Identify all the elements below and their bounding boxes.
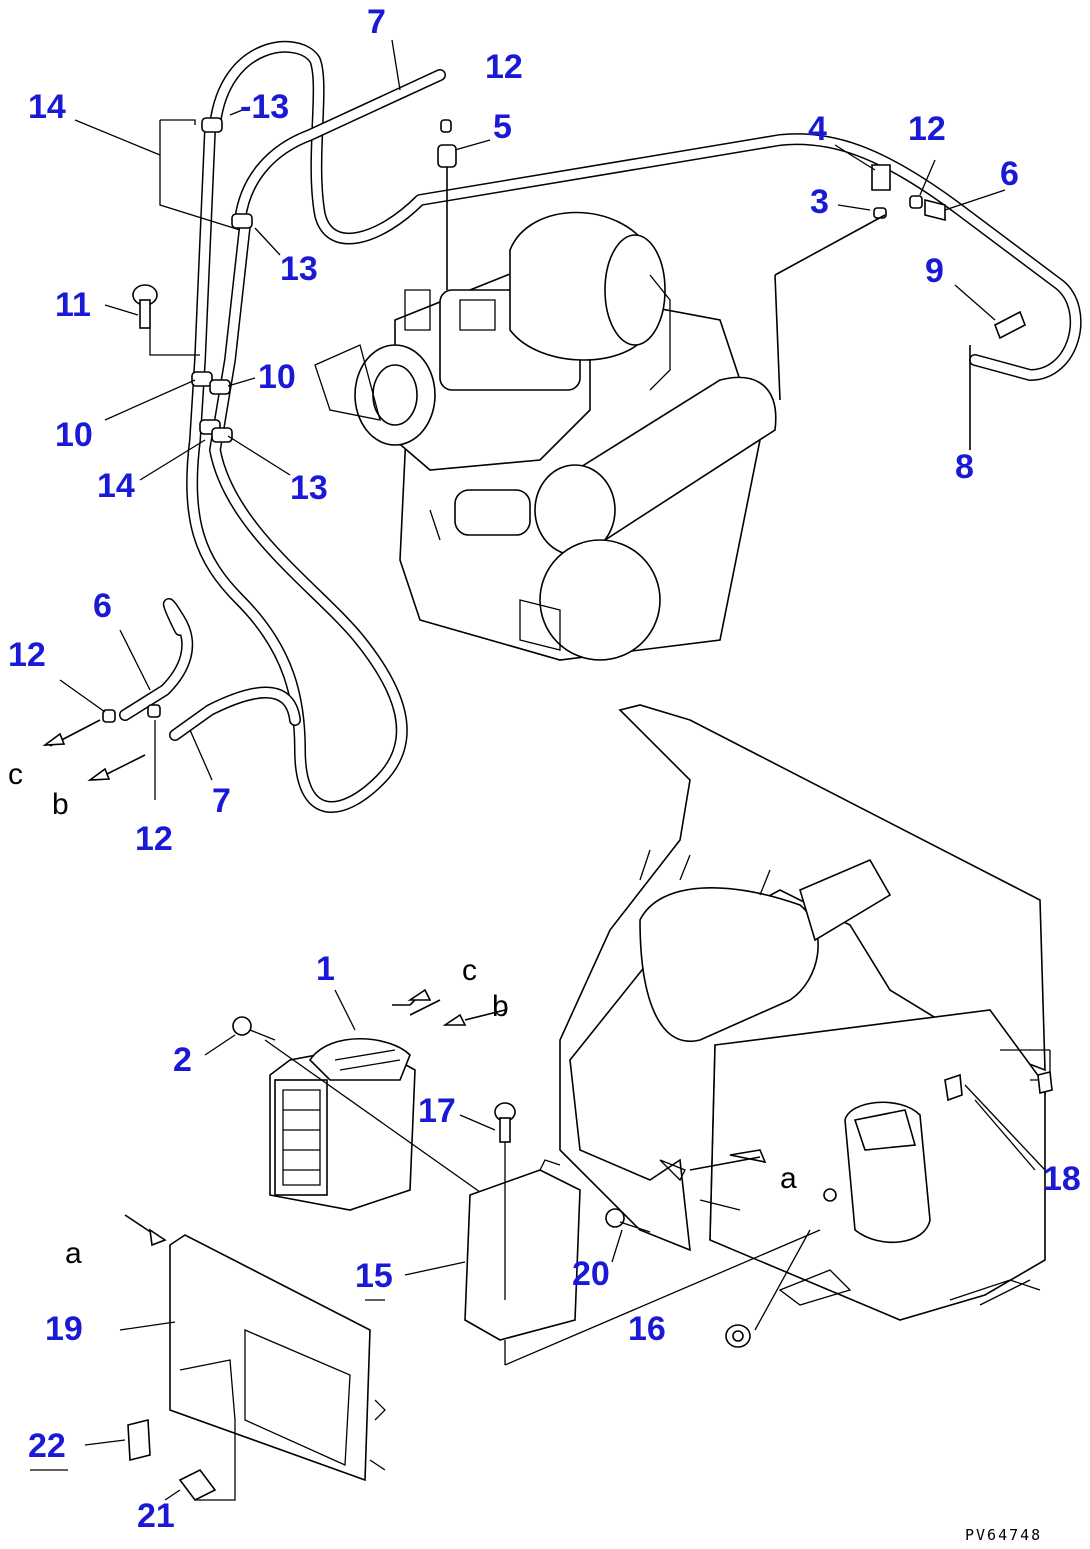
air-duct-assembly [559, 704, 1053, 1321]
callout-7-low: 7 [212, 782, 231, 820]
callout-10-right: 10 [258, 358, 296, 396]
callout-9: 9 [925, 252, 944, 290]
hose-clamps [191, 117, 253, 443]
callout-6-left: 6 [93, 587, 112, 625]
callout-4: 4 [808, 110, 827, 148]
callout-14-mid: 14 [97, 467, 135, 505]
callout-16: 16 [628, 1310, 666, 1348]
callout-22: 22 [28, 1427, 66, 1465]
callout-7-top: 7 [367, 3, 386, 41]
callout-10-left: 10 [55, 416, 93, 454]
callout-8: 8 [955, 448, 974, 486]
callout-13-mid: 13 [280, 250, 318, 288]
bracket-15 [464, 1102, 581, 1341]
left-connectors [42, 704, 161, 781]
leader-lines [30, 39, 1036, 1501]
drawing-code: PV64748 [965, 1526, 1042, 1544]
bolt-20-icon [605, 1208, 651, 1233]
letter-a-cover: a [65, 1237, 82, 1270]
letter-b-heater: b [492, 990, 509, 1023]
bracket-lines [159, 119, 241, 231]
bolt-2-icon [232, 1016, 481, 1193]
bolt-11-icon [132, 284, 200, 356]
callout-1: 1 [316, 950, 335, 988]
letter-a-box: a [780, 1162, 797, 1195]
connection-letters: c b c b a a [8, 758, 797, 1270]
callout-15: 15 [355, 1257, 393, 1295]
letter-b-left: b [52, 788, 69, 821]
callout-17: 17 [418, 1092, 456, 1130]
callout-12-left: 12 [8, 636, 46, 674]
heater-unit [269, 988, 506, 1211]
heater-hose-upper [209, 40, 1082, 381]
callout-numbers: 7 12 14 -13 5 4 12 6 3 13 9 11 10 10 8 1… [8, 3, 1081, 1535]
callout-11: 11 [55, 286, 91, 324]
callout-3: 3 [810, 183, 829, 221]
callout-2: 2 [173, 1041, 192, 1079]
callout-12-top: 12 [485, 48, 523, 86]
letter-c-heater: c [462, 954, 477, 987]
callout-18: 18 [1043, 1160, 1081, 1198]
callout-21: 21 [137, 1497, 175, 1535]
callout-5: 5 [493, 108, 512, 146]
callout-6-right: 6 [1000, 155, 1019, 193]
nut-16-icon [504, 1229, 821, 1366]
cover-19 [124, 1214, 386, 1502]
callout-19: 19 [45, 1310, 83, 1348]
small-fittings [437, 119, 1027, 450]
callout-12-right: 12 [908, 110, 946, 148]
callout-13-low: 13 [290, 469, 328, 507]
engine-assembly [314, 211, 777, 661]
callout-13-top: -13 [240, 88, 289, 126]
callout-12-low: 12 [135, 820, 173, 858]
callout-14-top: 14 [28, 88, 66, 126]
heater-hose-left-run [119, 124, 408, 813]
letter-c-left: c [8, 758, 23, 791]
callout-20: 20 [572, 1255, 610, 1293]
